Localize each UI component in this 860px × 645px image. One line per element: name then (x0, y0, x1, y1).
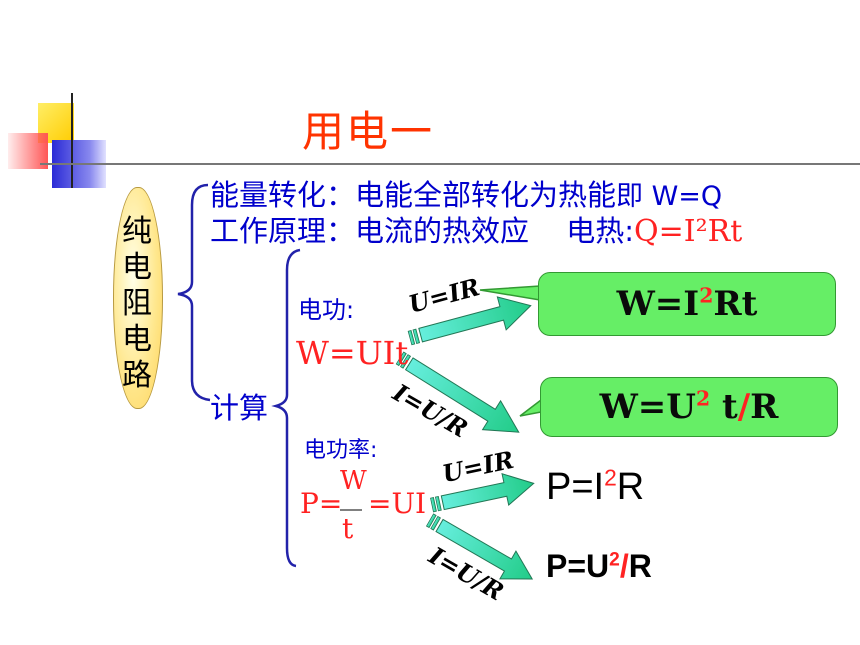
calc-label: 计算 (210, 391, 269, 425)
work-formula: W=UIt (296, 334, 409, 372)
energy-conversion-suffix: 即 W=Q (616, 181, 723, 212)
arrow-power-iur (425, 513, 534, 580)
power-label: 电功率: (304, 438, 378, 463)
calc-brace (271, 248, 301, 568)
power-prefix: P= (300, 487, 343, 520)
heat-formula: Q=I²Rt (634, 214, 743, 249)
heat-label: 电热: (566, 214, 635, 248)
result-p-u2-r: P=U2/R (546, 548, 652, 584)
work-label: 电功: (298, 296, 355, 324)
energy-conversion-line: 能量转化：电能全部转化为热能即 W=Q (210, 172, 722, 214)
page-title: 用电一 (302, 107, 435, 156)
callout-pointer-2 (519, 398, 542, 417)
arrow-power-uir (430, 473, 535, 513)
result-box-w-u2t-r: W=U2 t/R (540, 377, 838, 437)
arrow-work-uir (407, 296, 532, 346)
result-box-w-i2rt: W=I2Rt (538, 272, 836, 336)
power-suffix: =UI (368, 487, 427, 520)
pure-resistance-label: 纯电阻电路 (122, 214, 152, 393)
power-numerator: W (340, 466, 367, 496)
working-principle-text: 工作原理：电流的热效应 (210, 214, 530, 248)
power-denominator: t (342, 512, 354, 545)
result-w-u2t-r: W=U2 t/R (599, 386, 779, 427)
arrow-work-iur (395, 351, 520, 433)
result-w-i2rt: W=I2Rt (616, 283, 758, 324)
energy-conversion-text: 能量转化：电能全部转化为热能 (210, 178, 617, 212)
pure-resistance-oval (113, 187, 163, 409)
main-brace (177, 183, 211, 402)
callout-pointer-1 (479, 285, 541, 301)
working-principle-line: 工作原理：电流的热效应 电热:Q=I²Rt (210, 208, 742, 250)
result-p-i2r: P=I2R (546, 464, 645, 508)
